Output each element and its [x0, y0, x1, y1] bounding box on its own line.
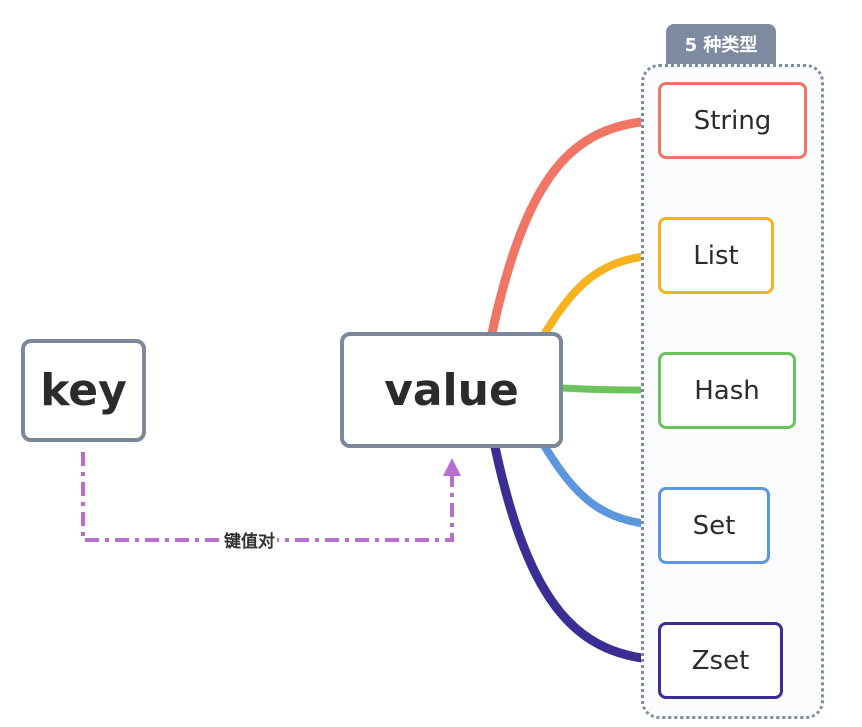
type-node-list: List	[658, 217, 774, 294]
value-node: value	[340, 332, 563, 448]
branch-list	[541, 251, 664, 337]
branch-set	[541, 443, 664, 529]
type-node-set: Set	[658, 487, 770, 564]
key-value-label: 键值对	[222, 527, 277, 552]
types-group-label: 5 种类型	[666, 24, 776, 64]
branch-string	[487, 115, 665, 338]
arrow-head-icon	[443, 458, 461, 476]
key-node: key	[21, 339, 146, 442]
branch-zset	[490, 442, 665, 665]
type-node-string: String	[658, 82, 807, 159]
type-node-hash: Hash	[658, 352, 796, 429]
type-node-zset: Zset	[658, 622, 783, 699]
